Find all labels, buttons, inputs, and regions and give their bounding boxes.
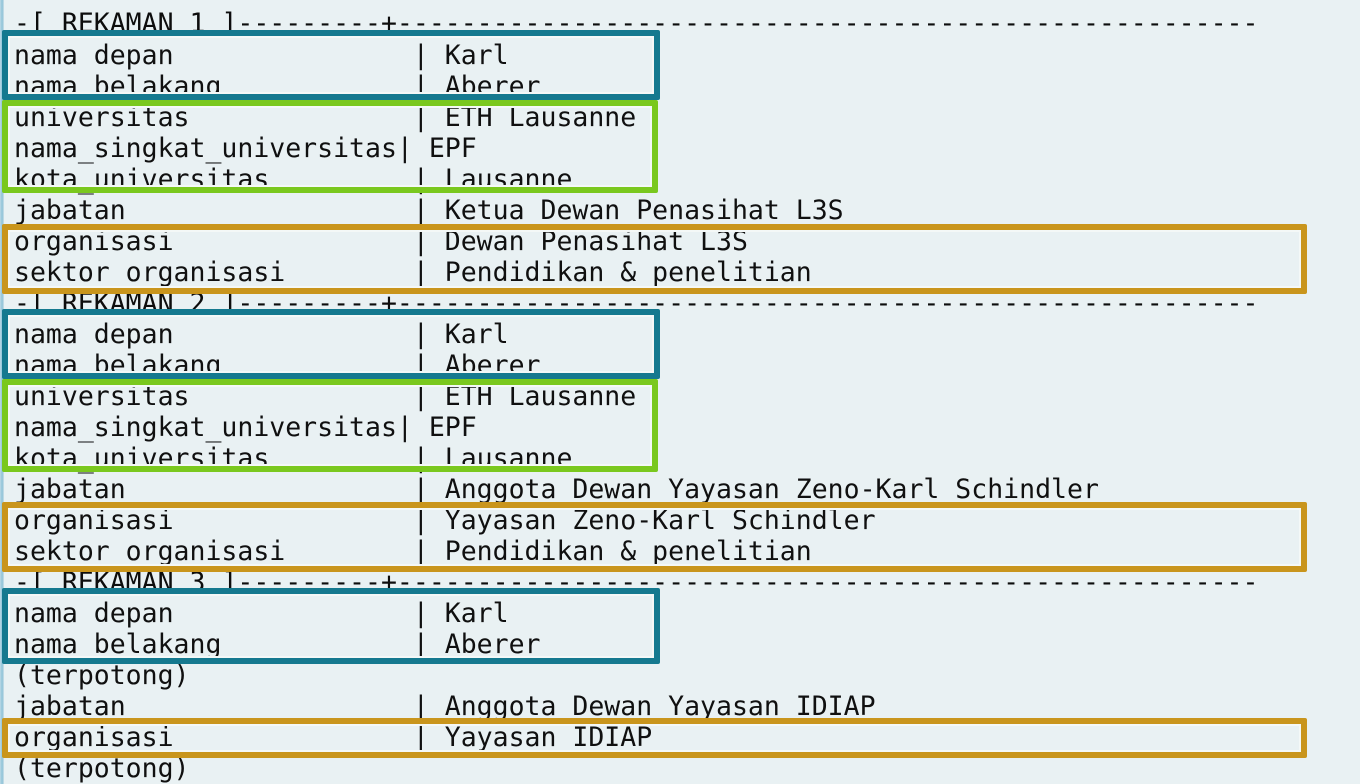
record-1-row-nama-singkat-universitas: nama_singkat_universitas| EPF [14, 133, 477, 164]
record-3-truncated-marker-top: (terpotong) [14, 660, 190, 691]
record-1-row-universitas: universitas | ETH Lausanne [14, 102, 637, 133]
record-1-row-kota-universitas: kota_universitas | Lausanne [14, 164, 573, 195]
record-1-row-jabatan: jabatan | Ketua Dewan Penasihat L3S [14, 195, 844, 226]
record-2-row-jabatan: jabatan | Anggota Dewan Yayasan Zeno-Kar… [14, 474, 1099, 505]
record-3-row-nama-depan: nama depan | Karl [14, 598, 509, 629]
record-2-row-nama-belakang: nama belakang | Aberer [14, 350, 541, 381]
record-2-row-nama-singkat-universitas: nama_singkat_universitas| EPF [14, 412, 477, 443]
record-2-row-kota-universitas: kota_universitas | Lausanne [14, 443, 573, 474]
record-2-header: -[ REKAMAN 2 ]---------+----------------… [14, 288, 1259, 319]
left-edge-strip [0, 0, 4, 784]
record-3-row-nama-belakang: nama belakang | Aberer [14, 629, 541, 660]
record-1-row-organisasi: organisasi | Dewan Penasihat L3S [14, 226, 748, 257]
record-1-row-nama-depan: nama depan | Karl [14, 40, 509, 71]
record-3-header: -[ REKAMAN 3 ]---------+----------------… [14, 567, 1259, 598]
record-3-row-organisasi: organisasi | Yayasan IDIAP [14, 722, 653, 753]
record-1-header: -[ REKAMAN 1 ]---------+----------------… [14, 8, 1259, 39]
record-1-row-sektor-organisasi: sektor_organisasi | Pendidikan & penelit… [14, 257, 812, 288]
record-2-row-sektor-organisasi: sektor_organisasi | Pendidikan & penelit… [14, 536, 812, 567]
record-1-row-nama-belakang: nama belakang | Aberer [14, 71, 541, 102]
record-3-row-jabatan: jabatan | Anggota Dewan Yayasan IDIAP [14, 691, 876, 722]
record-2-row-universitas: universitas | ETH Lausanne [14, 381, 637, 412]
record-2-row-organisasi: organisasi | Yayasan Zeno-Karl Schindler [14, 505, 876, 536]
record-3-truncated-marker-bottom: (terpotong) [14, 753, 190, 784]
record-2-row-nama-depan: nama depan | Karl [14, 319, 509, 350]
